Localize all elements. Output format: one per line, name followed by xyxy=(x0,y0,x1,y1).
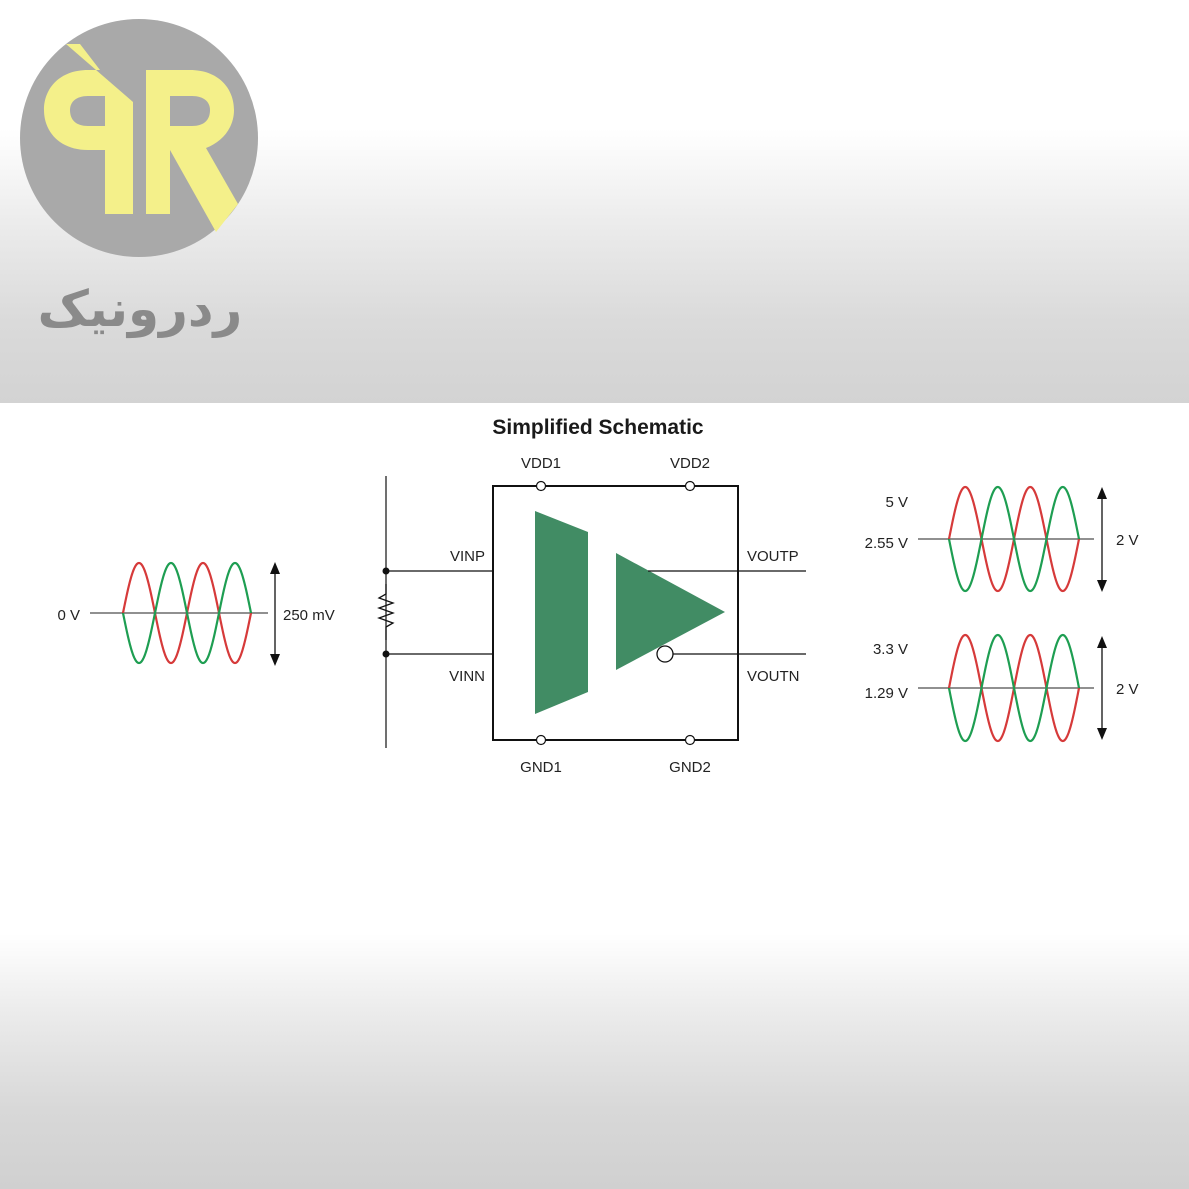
output1-wave-green xyxy=(947,485,1081,593)
vdd2-pin xyxy=(684,480,696,492)
input-amplitude-label: 250 mV xyxy=(283,607,335,624)
diagram-title: Simplified Schematic xyxy=(492,416,704,439)
output1-top-label: 5 V xyxy=(885,494,908,511)
input-baseline-label: 0 V xyxy=(57,607,80,624)
output1-amplitude-label: 2 V xyxy=(1116,532,1139,549)
voutp-label: VOUTP xyxy=(747,548,799,565)
input-amplitude-arrow xyxy=(270,562,280,666)
gnd2-label: GND2 xyxy=(669,759,711,776)
gnd2-pin xyxy=(684,734,696,746)
input-waveform: 0 V 250 mV xyxy=(57,561,335,666)
shunt-resistor-icon xyxy=(377,584,395,640)
output-buffer-triangle xyxy=(616,553,725,670)
gnd1-label: GND1 xyxy=(520,759,562,776)
vdd1-pin xyxy=(535,480,547,492)
output2-amplitude-arrow xyxy=(1097,636,1107,740)
voutn-label: VOUTN xyxy=(747,668,800,685)
output2-baseline-label: 1.29 V xyxy=(865,685,908,702)
output2-amplitude-label: 2 V xyxy=(1116,681,1139,698)
company-logo: ردرونیک xyxy=(20,19,258,339)
output1-baseline-label: 2.55 V xyxy=(865,535,908,552)
footer-background xyxy=(0,870,1189,1189)
output1-amplitude-arrow xyxy=(1097,487,1107,592)
output-waveform-1: 5 V 2.55 V 2 V xyxy=(865,485,1139,593)
inverting-output-bubble xyxy=(656,645,674,663)
vinn-junction-dot xyxy=(382,650,390,658)
logo-letters-icon xyxy=(44,44,238,232)
vinp-junction-dot xyxy=(382,567,390,575)
vinn-label: VINN xyxy=(449,668,485,685)
vinp-label: VINP xyxy=(450,548,485,565)
input-wave-green xyxy=(121,561,253,665)
logo-wordmark: ردرونیک xyxy=(38,280,243,339)
vdd2-label: VDD2 xyxy=(670,455,710,472)
vdd1-label: VDD1 xyxy=(521,455,561,472)
output-waveform-2: 3.3 V 1.29 V 2 V xyxy=(865,633,1139,743)
output2-top-label: 3.3 V xyxy=(873,641,908,658)
gnd1-pin xyxy=(535,734,547,746)
input-stage-trapezoid xyxy=(535,511,588,714)
output2-wave-green xyxy=(947,633,1081,743)
